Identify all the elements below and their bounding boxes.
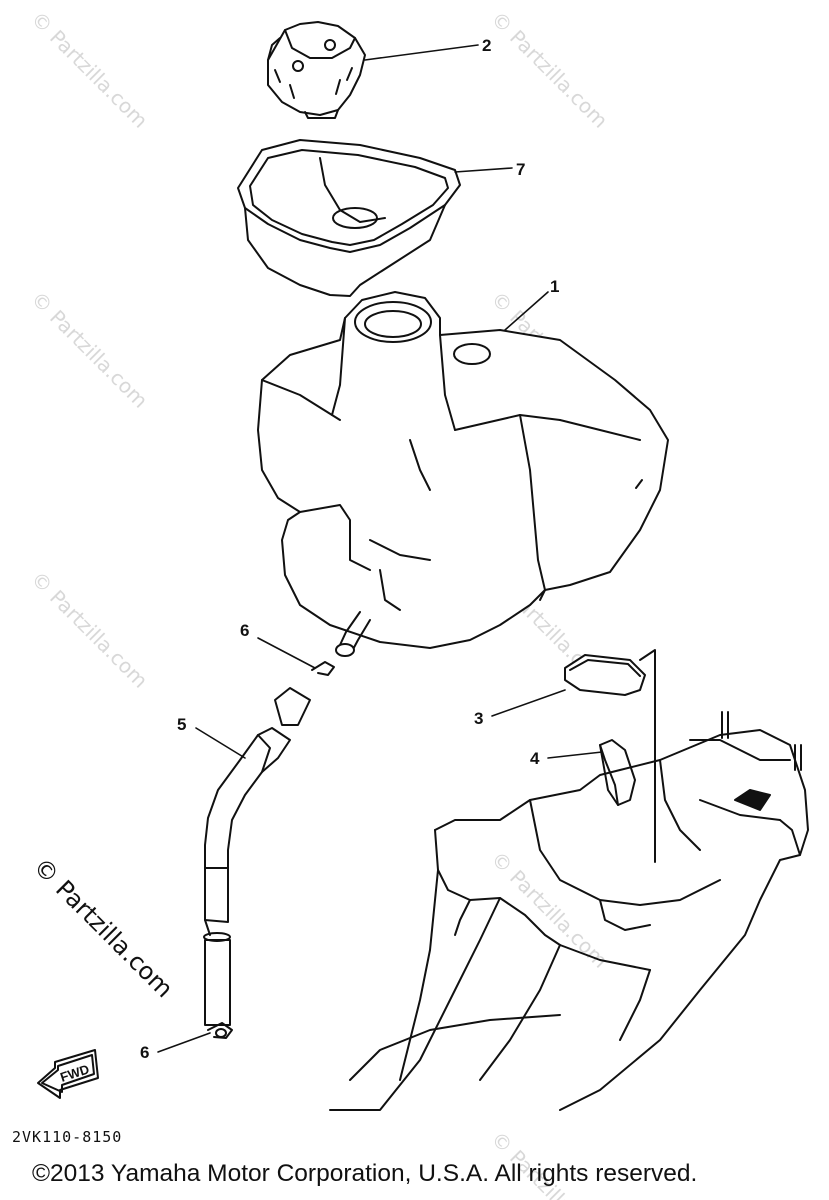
leader-6-lower [158, 1033, 210, 1052]
callout-7: 7 [516, 160, 525, 179]
callout-4: 4 [530, 749, 540, 768]
leader-4 [548, 752, 602, 758]
watermark: © Partzilla.com [486, 7, 612, 133]
filler-tray [238, 140, 460, 296]
hose-clip-upper [312, 662, 334, 675]
fuel-cap [268, 22, 365, 118]
copyright-notice: ©2013 Yamaha Motor Corporation, U.S.A. A… [32, 1160, 698, 1187]
part-code: 2VK110-8150 [12, 1128, 123, 1146]
leader-1 [505, 292, 548, 330]
tank-band [600, 740, 635, 805]
callout-1: 1 [550, 277, 559, 296]
fuel-tank [258, 292, 668, 648]
callout-6-lower: 6 [140, 1043, 149, 1062]
side-watermark: © Partzilla.com [28, 852, 179, 1003]
damper-pad [565, 655, 645, 695]
callout-6-upper: 6 [240, 621, 249, 640]
leader-lines [158, 45, 602, 1052]
callout-labels: 2 7 1 6 5 3 4 6 [140, 36, 559, 1062]
hose-clip-lower [208, 1023, 232, 1038]
fuel-outlet [336, 612, 370, 656]
frame [330, 712, 808, 1110]
assembly-leader-line [640, 650, 655, 862]
callout-5: 5 [177, 715, 186, 734]
leader-2 [365, 45, 478, 60]
leader-6-upper [258, 638, 315, 668]
leader-5 [196, 728, 245, 758]
fuel-hose [204, 688, 310, 1025]
watermark: © Partzilla.com [26, 7, 152, 133]
watermark: © Partzilla.com [26, 287, 152, 413]
watermark: © Partzilla.com [26, 567, 152, 693]
leader-3 [492, 690, 565, 716]
callout-3: 3 [474, 709, 483, 728]
fwd-arrow-icon [38, 1050, 98, 1098]
callout-2: 2 [482, 36, 491, 55]
leader-7 [455, 168, 512, 172]
